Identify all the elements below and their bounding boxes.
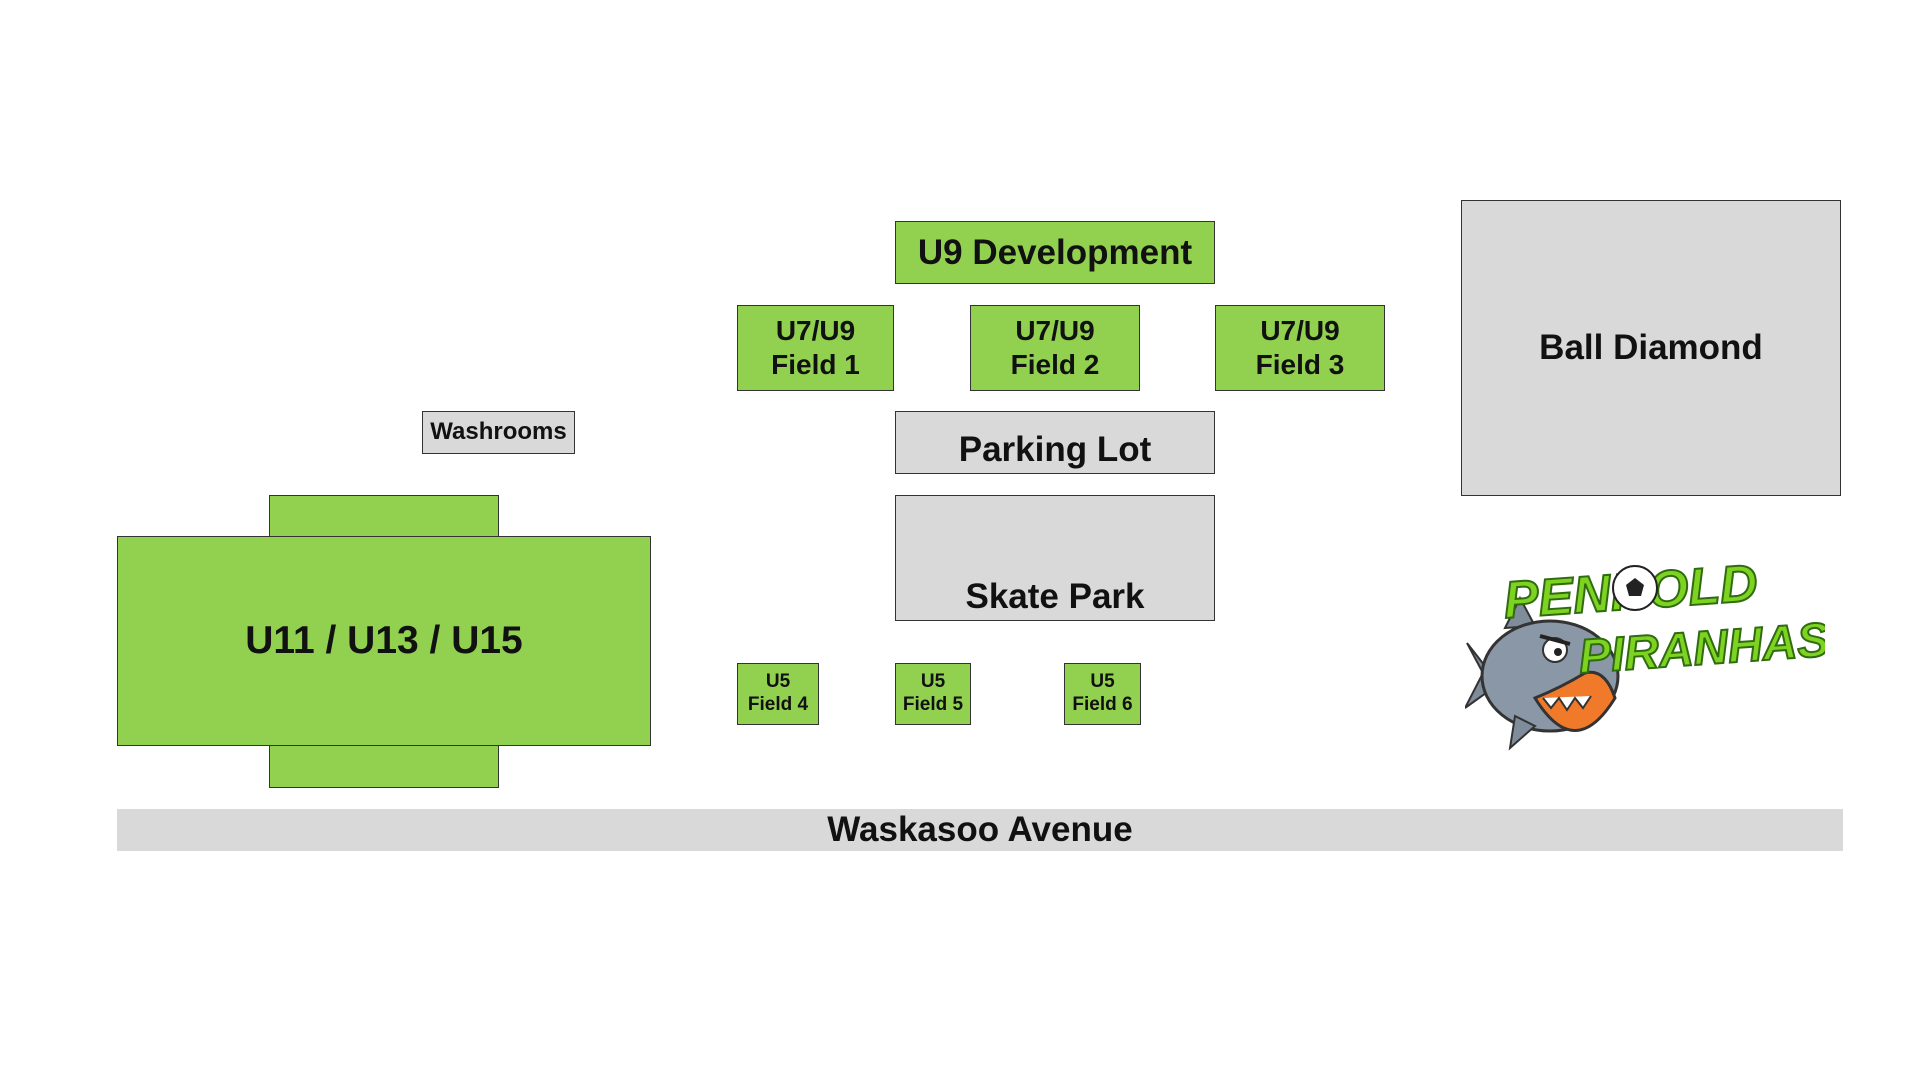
field-5-label: Field 5 bbox=[902, 694, 964, 715]
field-6[interactable]: U5 Field 6 bbox=[1064, 663, 1141, 725]
field-1[interactable]: U7/U9 Field 1 bbox=[737, 305, 894, 391]
parking-lot-label: Parking Lot bbox=[958, 430, 1152, 469]
main-field-label: U11 / U13 / U15 bbox=[245, 618, 523, 662]
field-2-label: Field 2 bbox=[1010, 349, 1100, 380]
washrooms-label: Washrooms bbox=[430, 418, 567, 446]
field-4-label: Field 4 bbox=[747, 694, 809, 715]
field-4[interactable]: U5 Field 4 bbox=[737, 663, 819, 725]
piranha-soccer-logo-icon: PENHOLD PIRANHAS bbox=[1464, 548, 1832, 768]
parking-lot[interactable]: Parking Lot bbox=[895, 411, 1215, 474]
waskasoo-avenue-road: Waskasoo Avenue bbox=[117, 809, 1843, 851]
field-3-label: Field 3 bbox=[1255, 349, 1345, 380]
field-3-division: U7/U9 bbox=[1260, 315, 1340, 347]
skate-park[interactable]: Skate Park bbox=[895, 495, 1215, 621]
u9-development-field[interactable]: U9 Development bbox=[895, 221, 1215, 284]
road-label: Waskasoo Avenue bbox=[827, 810, 1133, 849]
field-4-division: U5 bbox=[765, 671, 791, 693]
ball-diamond[interactable]: Ball Diamond bbox=[1461, 200, 1841, 496]
washrooms[interactable]: Washrooms bbox=[422, 411, 575, 454]
u9-development-label: U9 Development bbox=[917, 232, 1193, 272]
main-field-bottom-extension bbox=[269, 743, 499, 788]
field-5-division: U5 bbox=[920, 671, 946, 693]
field-2[interactable]: U7/U9 Field 2 bbox=[970, 305, 1140, 391]
field-1-label: Field 1 bbox=[771, 349, 860, 380]
field-6-label: Field 6 bbox=[1072, 694, 1133, 715]
field-2-division: U7/U9 bbox=[1015, 315, 1095, 347]
main-field-top-extension bbox=[269, 495, 499, 540]
main-field-u11-u13-u15[interactable]: U11 / U13 / U15 bbox=[117, 536, 651, 746]
soccer-ball-icon bbox=[1612, 565, 1658, 611]
field-6-division: U5 bbox=[1090, 671, 1115, 693]
ball-diamond-label: Ball Diamond bbox=[1539, 328, 1763, 367]
skate-park-label: Skate Park bbox=[965, 577, 1145, 616]
piranha-fish-icon bbox=[1464, 595, 1620, 751]
field-3[interactable]: U7/U9 Field 3 bbox=[1215, 305, 1385, 391]
field-5[interactable]: U5 Field 5 bbox=[895, 663, 971, 725]
field-1-division: U7/U9 bbox=[775, 315, 856, 347]
logo-text-line2: PIRANHAS bbox=[1577, 614, 1825, 684]
